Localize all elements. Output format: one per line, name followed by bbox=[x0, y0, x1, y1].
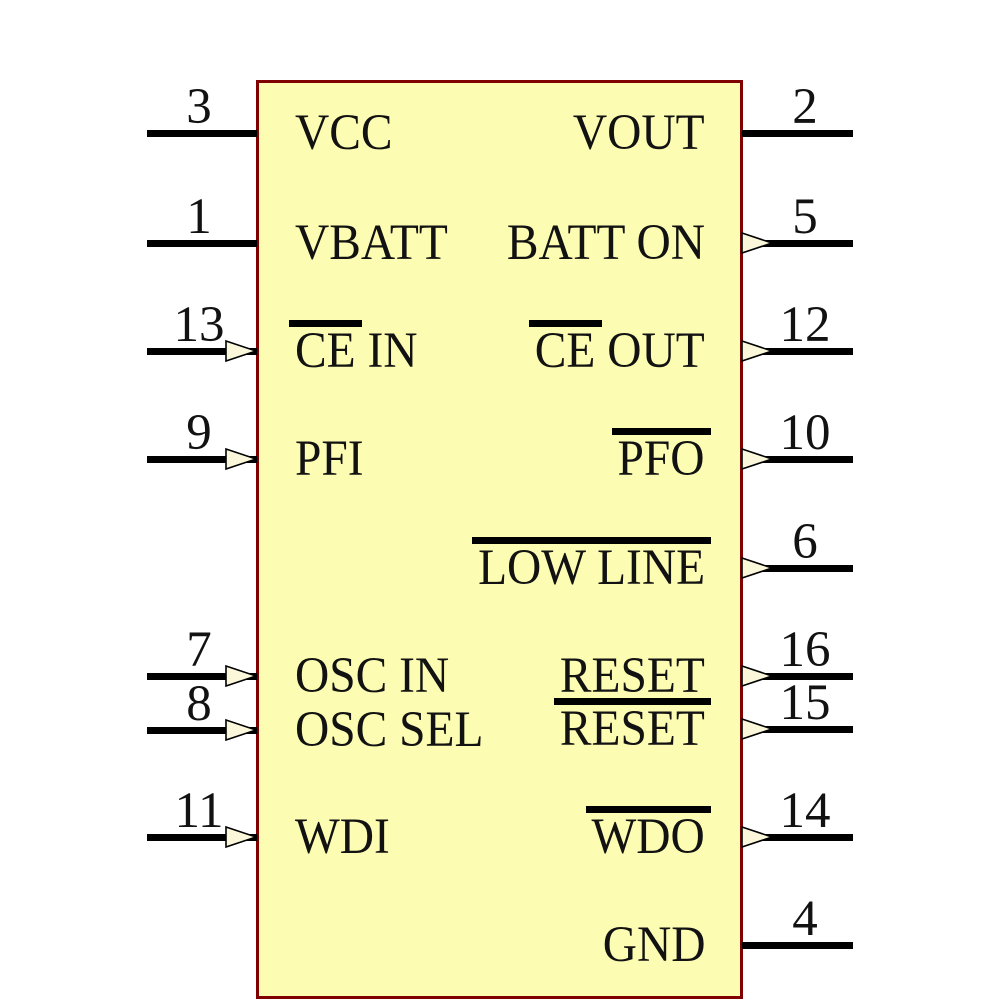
pin-3-line[interactable] bbox=[147, 130, 257, 137]
pin-13-number: 13 bbox=[173, 297, 225, 353]
pin-6-label: LOW LINE bbox=[478, 540, 705, 596]
pin-15-arrow-icon bbox=[740, 717, 775, 741]
pin-10-label: PFO bbox=[617, 431, 705, 487]
label-part: OSC IN bbox=[295, 648, 450, 704]
pin-14-label: WDO bbox=[591, 809, 705, 865]
pin-7-number: 7 bbox=[186, 622, 212, 678]
pin-4-line[interactable] bbox=[742, 942, 853, 949]
pin-15-label: RESET bbox=[560, 701, 705, 757]
pin-8-line[interactable] bbox=[147, 727, 257, 734]
pin-6-overline bbox=[472, 537, 711, 544]
label-part-overlined: PFO bbox=[617, 431, 705, 487]
pin-6-number: 6 bbox=[792, 514, 818, 570]
pin-9-arrow-icon bbox=[224, 447, 259, 471]
pin-12-label: CE OUT bbox=[535, 323, 705, 379]
label-part: BATT ON bbox=[506, 215, 705, 271]
pin-7-line[interactable] bbox=[147, 673, 257, 680]
pin-1-label: VBATT bbox=[295, 215, 448, 271]
pin-7-label: OSC IN bbox=[295, 648, 450, 704]
pin-1-line[interactable] bbox=[147, 240, 257, 247]
pin-9-line[interactable] bbox=[147, 456, 257, 463]
label-part: OSC SEL bbox=[295, 702, 484, 758]
pin-14-line[interactable] bbox=[742, 834, 853, 841]
pin-15-line[interactable] bbox=[742, 726, 853, 733]
pin-4-label: GND bbox=[602, 917, 705, 973]
pin-16-number: 16 bbox=[779, 622, 831, 678]
pin-5-line[interactable] bbox=[742, 240, 853, 247]
pin-15-number: 15 bbox=[779, 675, 831, 731]
pin-2-label: VOUT bbox=[573, 105, 705, 161]
pin-15-overline bbox=[554, 698, 711, 705]
pin-12-overline bbox=[529, 320, 602, 327]
pin-10-number: 10 bbox=[779, 405, 831, 461]
label-part-overlined: LOW LINE bbox=[478, 540, 705, 596]
pin-13-overline bbox=[289, 320, 362, 327]
label-part: VOUT bbox=[573, 105, 705, 161]
label-part-overlined: RESET bbox=[560, 701, 705, 757]
pin-14-overline bbox=[585, 806, 711, 813]
pin-11-arrow-icon bbox=[224, 825, 259, 849]
pin-1-number: 1 bbox=[186, 189, 212, 245]
pin-13-arrow-icon bbox=[224, 339, 259, 363]
pin-16-arrow-icon bbox=[740, 664, 775, 688]
pin-13-line[interactable] bbox=[147, 348, 257, 355]
pin-12-line[interactable] bbox=[742, 348, 853, 355]
label-part: WDI bbox=[295, 809, 390, 865]
pin-9-number: 9 bbox=[186, 405, 212, 461]
pin-3-label: VCC bbox=[295, 105, 393, 161]
label-part: IN bbox=[355, 323, 418, 379]
label-part: PFI bbox=[295, 431, 364, 487]
pin-6-arrow-icon bbox=[740, 556, 775, 580]
pin-6-line[interactable] bbox=[742, 565, 853, 572]
pin-11-line[interactable] bbox=[147, 834, 257, 841]
pin-3-number: 3 bbox=[186, 79, 212, 135]
pin-10-overline bbox=[611, 428, 711, 435]
pin-9-label: PFI bbox=[295, 431, 364, 487]
pin-4-number: 4 bbox=[792, 891, 818, 947]
label-part: RESET bbox=[560, 648, 705, 704]
pin-8-label: OSC SEL bbox=[295, 702, 484, 758]
pin-2-line[interactable] bbox=[742, 130, 853, 137]
pin-8-arrow-icon bbox=[224, 718, 259, 742]
pin-16-label: RESET bbox=[560, 648, 705, 704]
pin-5-number: 5 bbox=[792, 189, 818, 245]
pin-10-line[interactable] bbox=[742, 456, 853, 463]
label-part-overlined: WDO bbox=[591, 809, 705, 865]
pin-5-label: BATT ON bbox=[506, 215, 705, 271]
pin-12-number: 12 bbox=[779, 297, 831, 353]
pin-2-number: 2 bbox=[792, 79, 818, 135]
pin-14-arrow-icon bbox=[740, 825, 775, 849]
label-part: GND bbox=[602, 917, 705, 973]
pin-16-line[interactable] bbox=[742, 673, 853, 680]
label-part: VCC bbox=[295, 105, 393, 161]
pin-12-arrow-icon bbox=[740, 339, 775, 363]
pin-14-number: 14 bbox=[779, 783, 831, 839]
label-part: OUT bbox=[595, 323, 705, 379]
label-part: VBATT bbox=[295, 215, 448, 271]
label-part-overlined: CE bbox=[295, 323, 356, 379]
pin-11-number: 11 bbox=[174, 783, 224, 839]
pin-8-number: 8 bbox=[186, 676, 212, 732]
pin-7-arrow-icon bbox=[224, 664, 259, 688]
label-part-overlined: CE bbox=[535, 323, 596, 379]
pin-10-arrow-icon bbox=[740, 447, 775, 471]
pin-5-arrow-icon bbox=[740, 231, 775, 255]
pin-11-label: WDI bbox=[295, 809, 390, 865]
pin-13-label: CE IN bbox=[295, 323, 418, 379]
